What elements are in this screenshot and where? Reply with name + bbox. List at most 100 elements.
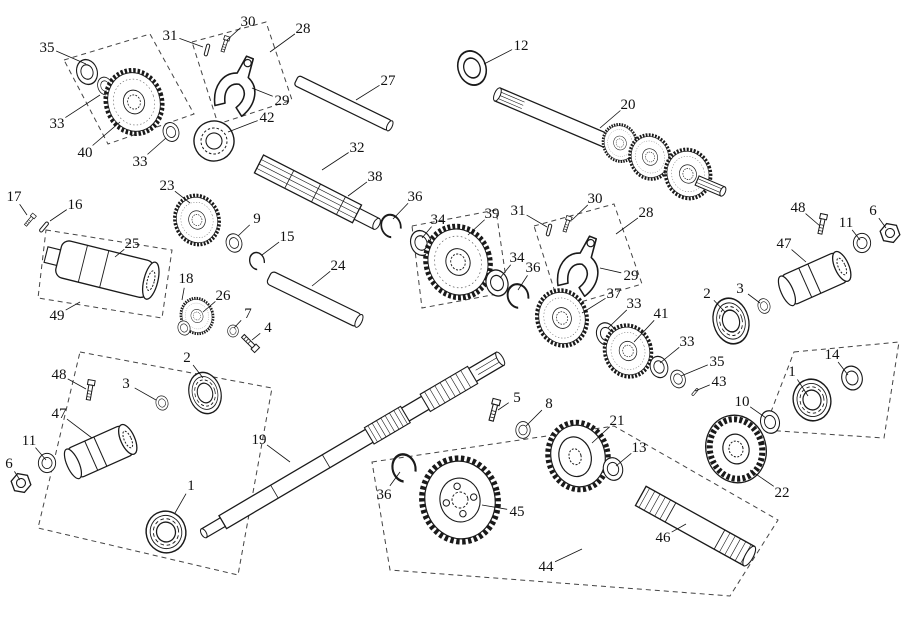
part-number-label: 10 — [735, 394, 750, 410]
part-number-label: 46 — [656, 530, 672, 546]
group-box-44 — [371, 425, 779, 597]
part-number-label: 48 — [52, 367, 67, 383]
callout-leader-line — [347, 181, 368, 197]
pin-31 — [203, 43, 211, 57]
gear-45 — [419, 455, 501, 545]
part-number-label: 29 — [275, 93, 290, 109]
callout-leader-line — [713, 299, 726, 313]
callout-leader-line — [591, 426, 610, 444]
housing-25 — [43, 240, 160, 300]
group-box-gear-39 — [411, 209, 509, 309]
part-number-label: 3 — [122, 376, 130, 392]
part-number-label: 8 — [545, 396, 553, 412]
bearing-1b — [787, 374, 837, 426]
callout-leader-line — [633, 320, 655, 343]
part-number-label: 26 — [216, 288, 232, 304]
part-number-label: 44 — [539, 559, 555, 575]
callout-leader-line — [749, 469, 774, 487]
shaft-32-38-splined — [253, 154, 381, 230]
callout-leader-line — [65, 94, 101, 118]
bolt-48b — [84, 379, 96, 401]
part-number-label: 21 — [610, 413, 625, 429]
callout-leader-line — [837, 361, 849, 376]
shaft-46-splined — [634, 485, 757, 567]
part-number-label: 29 — [624, 268, 639, 284]
bearing-1 — [140, 505, 192, 559]
callout-leader-line — [114, 249, 125, 258]
part-number-label: 35 — [40, 40, 55, 56]
callout-leader-line — [497, 402, 509, 411]
callout-leader-line — [467, 219, 485, 236]
callout-leader-line — [797, 379, 809, 397]
callout-leader-line — [389, 471, 401, 487]
callout-leader-line — [65, 301, 81, 311]
callout-leader-line — [311, 270, 331, 287]
part-number-label: 7 — [244, 306, 252, 322]
part-number-label: 25 — [125, 236, 140, 252]
washer-35 — [72, 56, 102, 88]
pin-31b — [545, 223, 553, 237]
callout-leader-line — [147, 137, 167, 155]
group-box-shift-fork-right — [533, 203, 643, 309]
callout-leader-line — [851, 229, 861, 241]
shift-fork-29-28 — [209, 49, 269, 119]
seal-2b — [183, 367, 227, 419]
part-number-label: 5 — [513, 390, 521, 406]
part-number-label: 4 — [264, 320, 272, 336]
group-box-bearing-right — [763, 341, 900, 439]
callout-leader-line — [192, 364, 204, 379]
callout-leader-line — [483, 49, 513, 65]
callout-leader-line — [227, 120, 258, 133]
part-number-label: 43 — [712, 374, 727, 390]
callout-leader-line — [67, 378, 87, 390]
bevel-gear-22 — [705, 414, 767, 484]
part-number-label: 36 — [526, 260, 542, 276]
snap-ring-15 — [244, 246, 270, 276]
gear-21 — [545, 419, 611, 493]
callout-leader-line — [261, 241, 280, 256]
callout-leader-line — [251, 332, 261, 341]
part-number-label: 22 — [775, 485, 790, 501]
coupler-47b — [60, 421, 142, 482]
part-number-label: 28 — [296, 21, 311, 37]
part-number-label: 33 — [680, 334, 695, 350]
oring-3b — [153, 394, 171, 412]
group-box-gear-40 — [63, 33, 195, 145]
callout-leader-line — [571, 204, 589, 221]
part-number-label: 15 — [280, 229, 295, 245]
callout-leader-line — [680, 364, 708, 377]
callout-leader-line — [134, 387, 157, 401]
callout-leader-line — [526, 214, 548, 228]
part-number-label: 38 — [368, 169, 383, 185]
shafts — [43, 75, 757, 567]
part-number-label: 36 — [408, 189, 424, 205]
part-number-label: 33 — [627, 296, 642, 312]
part-number-label: 16 — [68, 197, 84, 213]
group-box-49 — [37, 229, 173, 319]
shaft-27 — [294, 75, 394, 132]
part-number-label: 20 — [621, 97, 636, 113]
callout-leader-line — [525, 409, 543, 427]
shaft-19-mainshaft — [199, 351, 506, 539]
group-box-shift-fork-top — [191, 21, 293, 125]
callout-leader-line — [355, 84, 380, 101]
shift-fork-29-28b — [552, 229, 612, 299]
callout-leader-line — [421, 226, 432, 239]
part-number-label: 18 — [179, 271, 194, 287]
shaft-20-tip — [694, 175, 727, 197]
part-number-label: 1 — [187, 478, 195, 494]
part-number-label: 33 — [50, 116, 65, 132]
callout-leader-line — [269, 33, 296, 53]
hub-42 — [193, 120, 235, 162]
callout-leader-line — [805, 213, 821, 227]
part-number-label: 2 — [703, 286, 711, 302]
part-number-label: 39 — [485, 206, 500, 222]
callout-leader-line — [233, 320, 242, 329]
washer-35b — [667, 367, 689, 391]
callout-leader-line — [174, 190, 191, 204]
part-number-label: 49 — [50, 308, 65, 324]
callout-leader-line — [671, 523, 687, 533]
callout-leader-line — [202, 301, 216, 313]
